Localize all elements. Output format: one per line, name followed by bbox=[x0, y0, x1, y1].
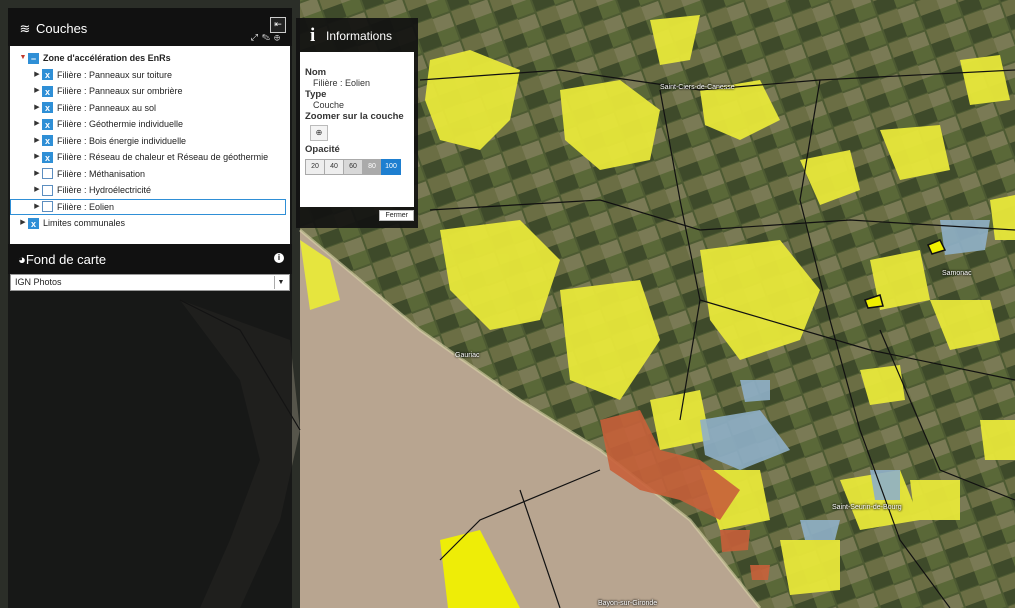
layer-item[interactable]: ▶x Filière : Réseau de chaleur et Réseau … bbox=[10, 149, 290, 166]
layer-checkbox[interactable]: x bbox=[42, 151, 53, 163]
basemap-select-value: IGN Photos bbox=[15, 277, 62, 287]
layer-item[interactable]: ▶x Filière : Panneaux au sol bbox=[10, 100, 290, 117]
place-label: Saint-Ciers-de-Canesse bbox=[660, 84, 735, 91]
caret-right-icon[interactable]: ▶ bbox=[34, 136, 40, 144]
layer-checkbox[interactable]: x bbox=[42, 118, 53, 130]
info-icon[interactable]: i bbox=[274, 253, 284, 263]
place-label: Saint-Seurin-de-Bourg bbox=[832, 504, 902, 511]
layers-title: Couches bbox=[36, 21, 88, 36]
zoom-label: Zoomer sur la couche bbox=[305, 111, 404, 122]
layer-label: Filière : Méthanisation bbox=[57, 168, 146, 179]
place-label: Bayon-sur-Gironde bbox=[598, 600, 658, 607]
tree-root[interactable]: ▼ − Zone d'accélération des EnRs bbox=[10, 50, 290, 67]
layer-checkbox[interactable]: x bbox=[28, 217, 39, 229]
dropdown-arrow-icon[interactable]: ▼ bbox=[274, 276, 287, 289]
opacity-option[interactable]: 20 bbox=[305, 159, 325, 175]
yellow-zones bbox=[300, 15, 1015, 608]
basemap-header: ◕Fond de carte i bbox=[8, 244, 292, 274]
opacity-option[interactable]: 60 bbox=[343, 159, 363, 175]
info-header: i Informations bbox=[296, 18, 418, 52]
basemap-title: Fond de carte bbox=[25, 252, 107, 267]
globe-icon: ◕ bbox=[18, 252, 26, 267]
commune-boundaries bbox=[179, 69, 1015, 608]
caret-right-icon[interactable]: ▶ bbox=[34, 120, 40, 128]
layer-checkbox[interactable] bbox=[42, 168, 53, 180]
caret-right-icon[interactable]: ▶ bbox=[34, 153, 40, 161]
layer-checkbox[interactable]: x bbox=[42, 85, 53, 97]
root-label: Zone d'accélération des EnRs bbox=[43, 53, 171, 64]
river-bank bbox=[299, 228, 762, 608]
collapse-left-icon[interactable]: ⇤ bbox=[270, 17, 286, 33]
layer-checkbox[interactable] bbox=[42, 184, 53, 196]
layer-label: Limites communales bbox=[43, 218, 126, 229]
layers-panel: ≋ Couches ⇤ ⤢✎⊕ ▼ − Zone d'accélération d… bbox=[8, 8, 292, 608]
basemap-select[interactable]: IGN Photos ▼ bbox=[10, 274, 290, 291]
layer-checkbox[interactable]: x bbox=[42, 102, 53, 114]
type-value: Couche bbox=[313, 100, 345, 110]
layer-item[interactable]: ▶x Filière : Géothermie individuelle bbox=[10, 116, 290, 133]
place-label: Samonac bbox=[942, 270, 972, 277]
river-gironde bbox=[300, 230, 760, 608]
small-parcels bbox=[864, 239, 947, 309]
layer-item[interactable]: ▶ Filière : Eolien bbox=[10, 198, 286, 215]
caret-right-icon[interactable]: ▶ bbox=[20, 219, 26, 227]
layer-checkbox[interactable]: x bbox=[42, 69, 53, 81]
layers-header: ≋ Couches ⇤ ⤢✎⊕ bbox=[8, 8, 292, 46]
zoom-icon: ⊕ bbox=[315, 128, 323, 137]
layer-item[interactable]: ▶ Filière : Hydroélectricité bbox=[10, 182, 290, 199]
layers-icon: ≋ bbox=[19, 21, 31, 36]
layer-label: Filière : Géothermie individuelle bbox=[57, 119, 184, 130]
layer-tools: ⤢✎⊕ bbox=[251, 32, 284, 43]
zoom-icon[interactable]: ⊕ bbox=[274, 32, 284, 42]
layer-label: Filière : Bois énergie individuelle bbox=[57, 135, 187, 146]
layer-item[interactable]: ▶x Filière : Bois énergie individuelle bbox=[10, 133, 290, 150]
info-title: Informations bbox=[326, 29, 393, 43]
layer-label: Filière : Panneaux sur toiture bbox=[57, 69, 173, 80]
info-body: Nom Filière : Eolien Type Couche Zoomer … bbox=[300, 52, 414, 207]
opacity-option[interactable]: 80 bbox=[362, 159, 382, 175]
info-panel: i Informations Nom Filière : Eolien Type… bbox=[296, 18, 418, 228]
zoom-to-layer-button[interactable]: ⊕ bbox=[310, 125, 328, 141]
layer-label: Filière : Eolien bbox=[57, 201, 115, 212]
caret-right-icon[interactable]: ▶ bbox=[34, 87, 40, 95]
root-checkbox[interactable]: − bbox=[28, 52, 39, 64]
caret-right-icon[interactable]: ▶ bbox=[34, 169, 40, 177]
layer-item[interactable]: ▶x Filière : Panneaux sur ombrière bbox=[10, 83, 290, 100]
opacity-option[interactable]: 100 bbox=[381, 159, 401, 175]
layer-checkbox[interactable]: x bbox=[42, 135, 53, 147]
blue-zones bbox=[700, 220, 990, 540]
layer-label: Filière : Hydroélectricité bbox=[57, 185, 152, 196]
caret-right-icon[interactable]: ▶ bbox=[34, 202, 40, 210]
layer-label: Filière : Panneaux sur ombrière bbox=[57, 86, 183, 97]
layer-label: Filière : Réseau de chaleur et Réseau de… bbox=[57, 152, 269, 163]
edit-icon[interactable]: ✎ bbox=[261, 32, 275, 42]
caret-right-icon[interactable]: ▶ bbox=[34, 103, 40, 111]
caret-right-icon[interactable]: ▶ bbox=[34, 70, 40, 78]
type-label: Type bbox=[305, 89, 327, 100]
layer-checkbox[interactable] bbox=[42, 201, 53, 213]
layer-limites-communales[interactable]: ▶ x Limites communales bbox=[10, 215, 290, 232]
name-label: Nom bbox=[305, 67, 327, 78]
name-value: Filière : Eolien bbox=[313, 78, 371, 88]
layer-item[interactable]: ▶ Filière : Méthanisation bbox=[10, 166, 290, 183]
place-label: Gauriac bbox=[455, 352, 480, 359]
layer-item[interactable]: ▶x Filière : Panneaux sur toiture bbox=[10, 67, 290, 84]
layer-label: Filière : Panneaux au sol bbox=[57, 102, 157, 113]
caret-right-icon[interactable]: ▶ bbox=[34, 186, 40, 194]
close-button[interactable]: Fermer bbox=[379, 210, 414, 221]
orange-zones bbox=[600, 410, 770, 580]
expand-icon[interactable]: ⤢ bbox=[250, 32, 262, 42]
opacity-option[interactable]: 40 bbox=[324, 159, 344, 175]
caret-down-icon[interactable]: ▼ bbox=[19, 54, 27, 62]
info-icon: i bbox=[310, 25, 316, 46]
opacity-label: Opacité bbox=[305, 144, 340, 155]
